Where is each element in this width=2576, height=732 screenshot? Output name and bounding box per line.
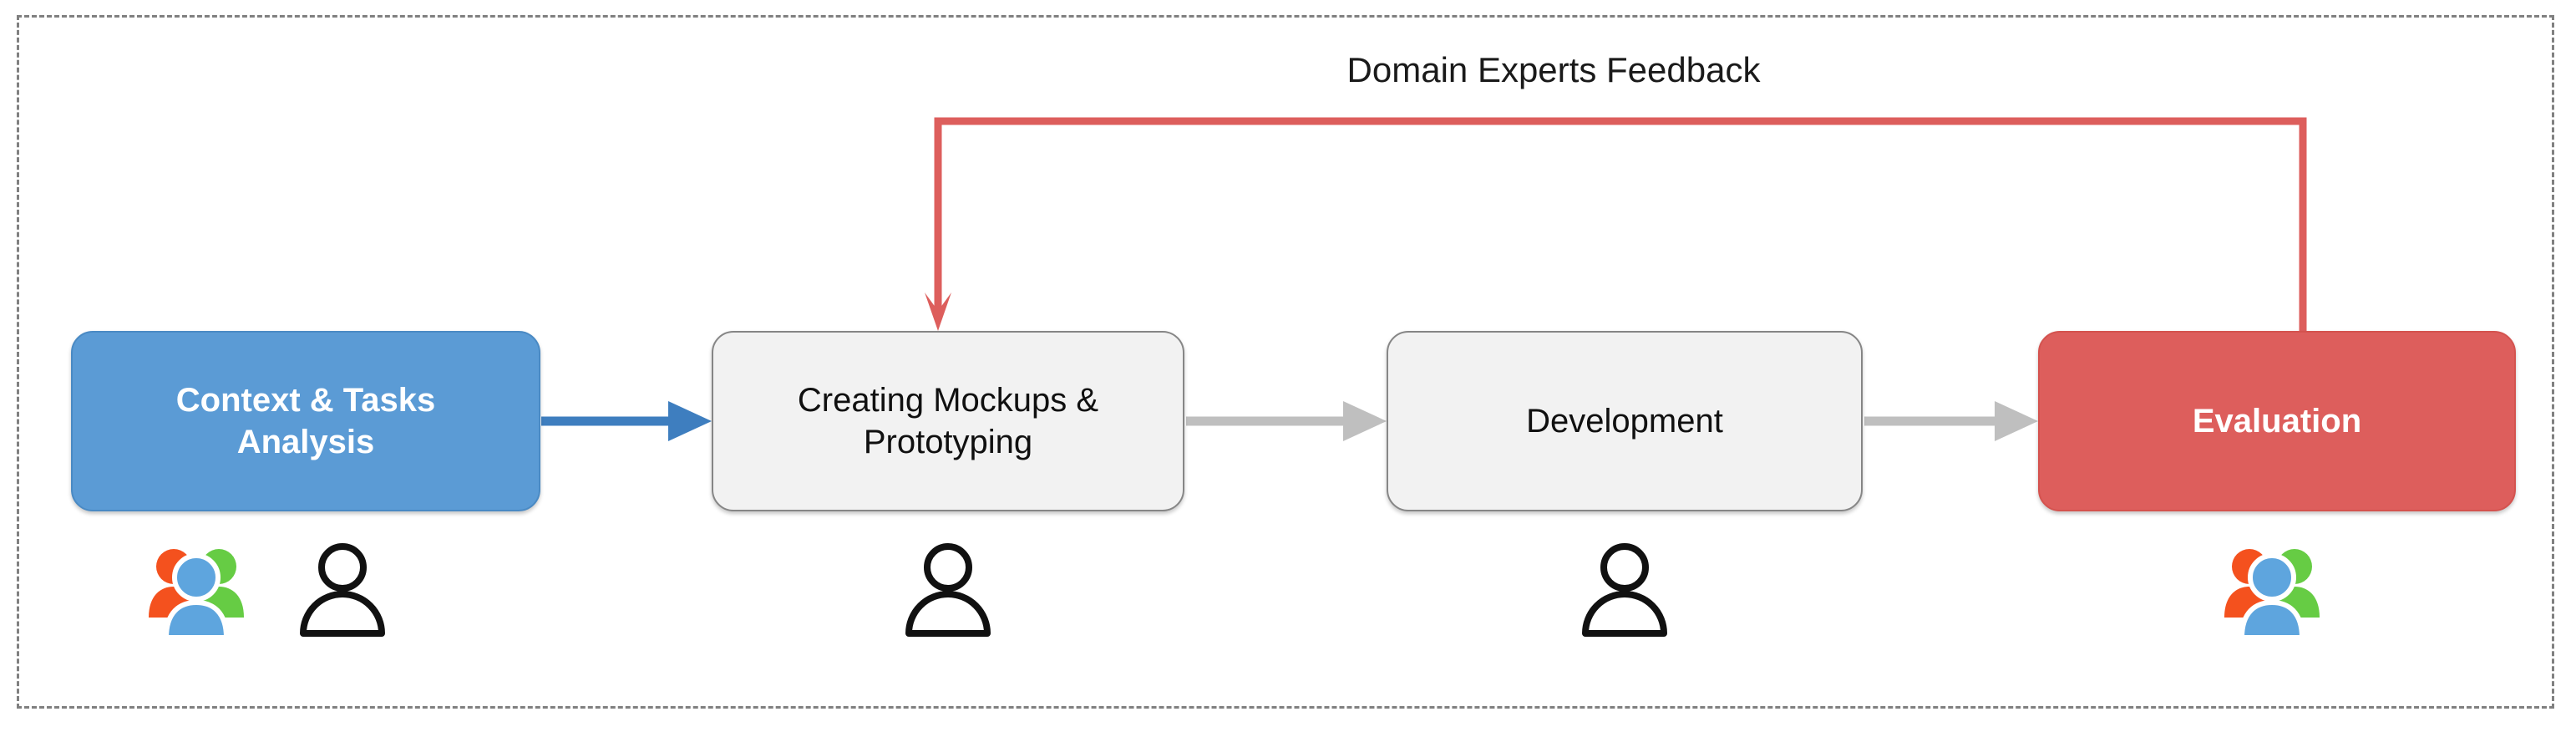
group-icon: [2224, 549, 2320, 640]
process-step-label: Creating Mockups & Prototyping: [797, 382, 1099, 460]
actors-step4: [2218, 539, 2335, 656]
person-icon: [1582, 543, 1667, 637]
process-step-label: Evaluation: [2192, 403, 2362, 440]
process-step-label: Context & Tasks Analysis: [175, 382, 436, 460]
process-step-evaluation[interactable]: Evaluation: [2038, 331, 2516, 511]
group-icon: [149, 549, 244, 640]
actors-step1: [142, 539, 409, 656]
feedback-loop-label: Domain Experts Feedback: [1346, 50, 1761, 89]
person-icon: [300, 543, 385, 637]
process-step-label: Development: [1526, 403, 1723, 440]
actors-step2: [898, 539, 1007, 656]
process-step-context-tasks-analysis[interactable]: Context & Tasks Analysis: [71, 331, 540, 511]
process-step-creating-mockups-prototyping[interactable]: Creating Mockups & Prototyping: [712, 331, 1184, 511]
process-step-development[interactable]: Development: [1387, 331, 1863, 511]
actors-step3: [1575, 539, 1683, 656]
diagram-outer-frame: [17, 15, 2554, 709]
person-icon: [905, 543, 991, 637]
